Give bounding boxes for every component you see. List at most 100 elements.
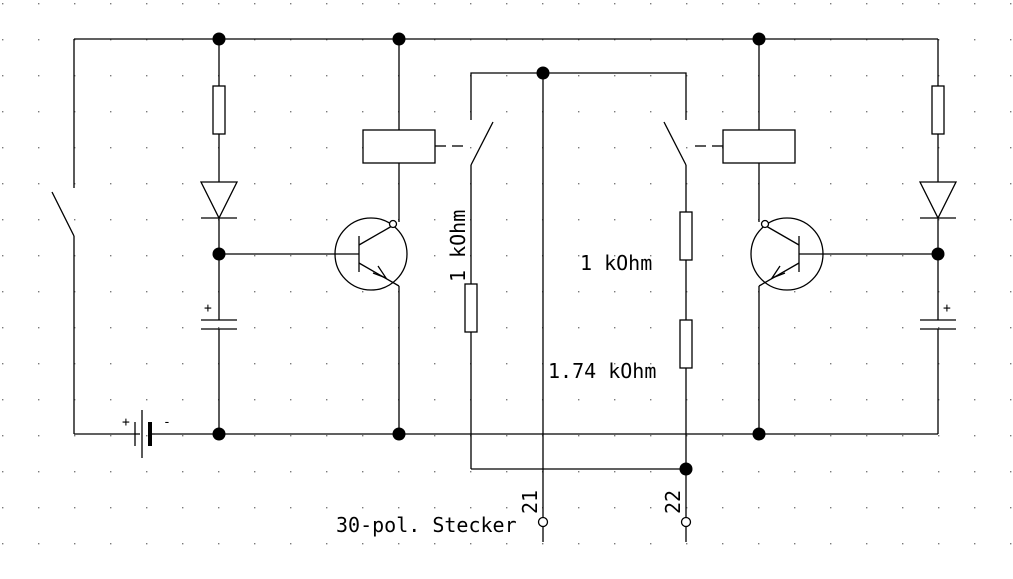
grid-dot <box>578 471 580 473</box>
grid-dot <box>794 3 796 5</box>
grid-dot <box>74 327 76 329</box>
grid-dot <box>290 291 292 293</box>
grid-dot <box>182 327 184 329</box>
grid-dot <box>2 363 4 365</box>
output-network <box>464 72 693 542</box>
grid-dot <box>542 39 544 41</box>
grid-dot <box>290 399 292 401</box>
label-pin-21: 21 <box>518 490 542 514</box>
grid-dot <box>1010 111 1012 113</box>
grid-dot <box>506 435 508 437</box>
grid-dot <box>326 291 328 293</box>
grid-dot <box>110 327 112 329</box>
grid-dot <box>290 255 292 257</box>
grid-dot <box>74 39 76 41</box>
grid-dot <box>470 3 472 5</box>
grid-dot <box>470 147 472 149</box>
grid-dot <box>326 111 328 113</box>
grid-dot <box>182 507 184 509</box>
grid-dot <box>182 471 184 473</box>
label-1-74kohm: 1.74 kOhm <box>548 359 656 383</box>
grid-dot <box>38 327 40 329</box>
grid-dot <box>614 327 616 329</box>
grid-dot <box>74 183 76 185</box>
grid-dot <box>866 255 868 257</box>
grid-dot <box>326 507 328 509</box>
grid-dot <box>74 219 76 221</box>
grid-dot <box>902 75 904 77</box>
resistor-1kohm-left <box>464 283 478 333</box>
grid-dot <box>218 543 220 545</box>
grid-dot <box>146 327 148 329</box>
grid-dot <box>110 471 112 473</box>
grid-dot <box>398 471 400 473</box>
grid-dot <box>1010 363 1012 365</box>
relay-contact-left <box>470 121 494 166</box>
grid-dot <box>650 435 652 437</box>
grid-dot <box>146 75 148 77</box>
grid-dot <box>650 75 652 77</box>
grid-dot <box>362 435 364 437</box>
grid-dot <box>614 39 616 41</box>
grid-dot <box>866 111 868 113</box>
grid-dot <box>254 75 256 77</box>
grid-dot <box>830 219 832 221</box>
grid-dot <box>218 3 220 5</box>
grid-dot <box>614 471 616 473</box>
grid-dot <box>146 3 148 5</box>
grid-dot <box>110 507 112 509</box>
grid-dot <box>650 507 652 509</box>
grid-dot <box>902 39 904 41</box>
grid-dot <box>146 363 148 365</box>
grid-dot <box>506 327 508 329</box>
grid-dot <box>146 507 148 509</box>
grid-dot <box>722 255 724 257</box>
grid-dot <box>866 219 868 221</box>
grid-dot <box>830 543 832 545</box>
grid-dot <box>146 219 148 221</box>
grid-dot <box>722 327 724 329</box>
grid-dot <box>722 219 724 221</box>
grid-dot <box>38 219 40 221</box>
grid-dot <box>362 471 364 473</box>
grid-dot <box>974 183 976 185</box>
grid-dot <box>974 75 976 77</box>
grid-dot <box>902 147 904 149</box>
grid-dot <box>434 183 436 185</box>
grid-dot <box>650 3 652 5</box>
grid-dot <box>38 471 40 473</box>
grid-dot <box>110 39 112 41</box>
grid-dot <box>74 111 76 113</box>
grid-dot <box>362 3 364 5</box>
grid-dot <box>2 543 4 545</box>
grid-dot <box>578 543 580 545</box>
grid-dot <box>110 435 112 437</box>
grid-dot <box>38 399 40 401</box>
grid-dot <box>578 291 580 293</box>
grid-dot <box>254 291 256 293</box>
grid-dot <box>794 363 796 365</box>
grid-dot <box>902 327 904 329</box>
grid-dot <box>2 111 4 113</box>
grid-dot <box>290 183 292 185</box>
grid-dot <box>110 219 112 221</box>
grid-dot <box>1010 147 1012 149</box>
grid-dot <box>434 219 436 221</box>
grid-dot <box>2 255 4 257</box>
right-timing-branch: + <box>824 85 958 337</box>
grid-dot <box>722 291 724 293</box>
grid-dot <box>146 255 148 257</box>
grid-dot <box>722 543 724 545</box>
grid-dot <box>362 399 364 401</box>
grid-dot <box>614 111 616 113</box>
grid-dot <box>110 291 112 293</box>
grid-dot <box>146 39 148 41</box>
grid-dot <box>146 471 148 473</box>
grid-dot <box>794 471 796 473</box>
grid-dot <box>830 507 832 509</box>
grid-dot <box>686 75 688 77</box>
grid-dot <box>506 111 508 113</box>
grid-dot <box>506 3 508 5</box>
grid-dot <box>254 183 256 185</box>
grid-dot <box>362 543 364 545</box>
